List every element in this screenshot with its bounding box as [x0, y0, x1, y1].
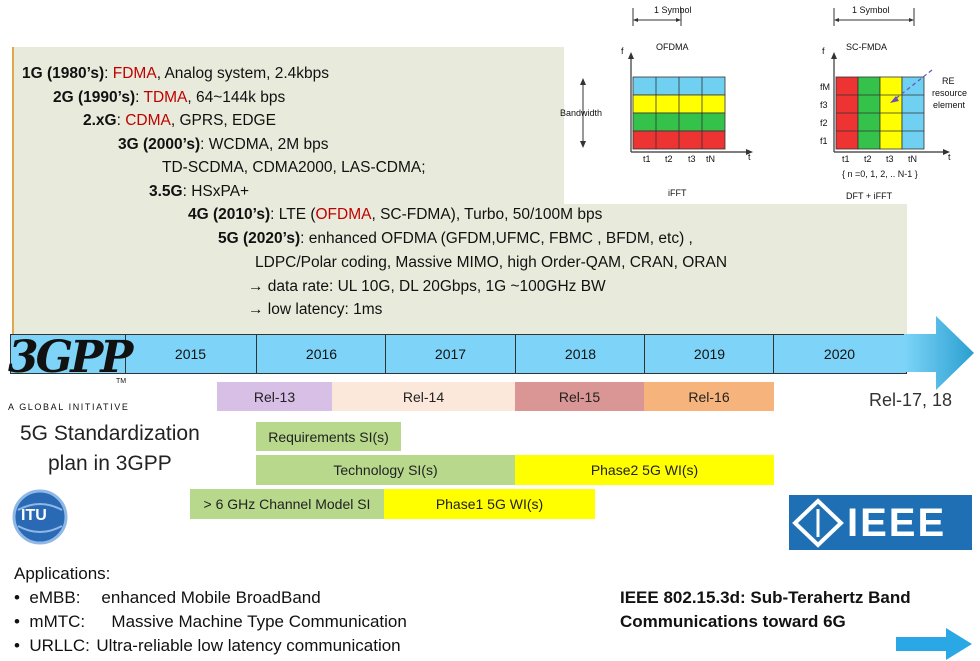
gen-5g: 5G (2020’s): enhanced OFDMA (GFDM,UFMC, …	[218, 230, 693, 247]
re-label: resource	[932, 88, 968, 98]
phase1-wi: Phase1 5G WI(s)	[384, 489, 595, 519]
ieee-arrow	[896, 628, 972, 660]
ofdma-diagram	[580, 8, 753, 155]
release-future: Rel-17, 18	[869, 390, 953, 410]
phase2-wi: Phase2 5G WI(s)	[515, 455, 774, 485]
gen-5g-latency: → low latency: 1ms	[248, 301, 383, 318]
year-cell: 2017	[385, 335, 515, 373]
requirements-si: Requirements SI(s)	[256, 422, 401, 451]
scfdma-tick: t3	[886, 154, 894, 164]
scfdma-axis-f: f	[822, 46, 825, 56]
re-label: element	[933, 100, 966, 110]
application-item: • eMBB:enhanced Mobile BroadBand	[14, 588, 321, 607]
scfdma-note: { n =0, 1, 2, .. N-1 }	[842, 169, 918, 179]
year-cell: 2020	[773, 335, 905, 373]
scfdma-freq-label: f2	[820, 118, 828, 128]
3gpp-logo: 3GPP TM	[8, 332, 133, 385]
ieee-note: IEEE 802.15.3d: Sub-Terahertz Band Commu…	[620, 588, 911, 631]
release-block: Rel-14	[332, 382, 515, 411]
application-item: • URLLC:Ultra-reliable low latency commu…	[14, 636, 401, 655]
release-block: Rel-16	[644, 382, 774, 411]
application-item: • mMTC:Massive Machine Type Communicatio…	[14, 612, 407, 631]
gen-3g-cont: TD-SCDMA, CDMA2000, LAS-CDMA;	[162, 159, 426, 176]
year-cell: 2018	[515, 335, 645, 373]
ofdma-bandwidth: Bandwidth	[560, 108, 603, 118]
ofdma-tick: tN	[706, 154, 715, 164]
plan-title-line2: plan in 3GPP	[48, 452, 172, 475]
ofdma-title: OFDMA	[656, 42, 689, 52]
scfdma-tick: t1	[842, 154, 850, 164]
release-block: Rel-15	[515, 382, 644, 411]
ofdma-axis-f: f	[621, 46, 624, 56]
timeline-arrow	[904, 316, 974, 390]
year-timeline: 2015 2016 2017 2018 2019 2020	[10, 334, 907, 374]
scfdma-title: SC-FMDA	[846, 42, 887, 52]
plan-title-line1: 5G Standardization	[20, 422, 200, 445]
year-cell: 2015	[174, 346, 207, 362]
scfdma-freq-label: f1	[820, 136, 828, 146]
release-block: Rel-13	[217, 382, 332, 411]
gen-35g: 3.5G: HSxPA+	[149, 183, 250, 200]
3gpp-tagline: A GLOBAL INITIATIVE	[8, 402, 130, 412]
ofdma-tick: t2	[665, 154, 673, 164]
channel-model-si: > 6 GHz Channel Model SI	[190, 489, 384, 519]
year-cell: 2016	[256, 335, 386, 373]
ieee-logo: IEEE	[789, 495, 972, 550]
gen-5g-tech: LDPC/Polar coding, Massive MIMO, high Or…	[255, 254, 728, 271]
scfdma-symbol-label: 1 Symbol	[852, 5, 890, 15]
year-cell: 2019	[644, 335, 774, 373]
gen-2g: 2G (1990’s): TDMA, 64~144k bps	[53, 89, 286, 106]
scfdma-caption: DFT + iFFT	[846, 191, 893, 201]
scfdma-freq-label: f3	[820, 100, 828, 110]
ofdma-tick: t1	[643, 154, 651, 164]
itu-logo: ITU	[10, 488, 70, 546]
scfdma-freq-label: fM	[820, 82, 830, 92]
technology-si: Technology SI(s)	[256, 455, 515, 485]
scfdma-tick: tN	[908, 154, 917, 164]
applications-list: Applications: • eMBB:enhanced Mobile Bro…	[14, 562, 407, 658]
re-label: RE	[942, 76, 955, 86]
ofdma-caption: iFFT	[668, 188, 687, 198]
gen-5g-rate: → data rate: UL 10G, DL 20Gbps, 1G ~100G…	[248, 278, 606, 295]
applications-title: Applications:	[14, 564, 111, 583]
gen-3g: 3G (2000’s): WCDMA, 2M bps	[118, 136, 329, 153]
generations-panel-lower	[12, 204, 907, 334]
ofdma-symbol-label: 1 Symbol	[654, 5, 692, 15]
gen-1g: 1G (1980’s): FDMA, Analog system, 2.4kbp…	[22, 65, 330, 82]
ofdma-axis-t: t	[748, 152, 751, 162]
ofdma-tick: t3	[688, 154, 696, 164]
generations-panel-upper	[12, 47, 564, 207]
gen-4g: 4G (2010’s): LTE (OFDMA, SC-FDMA), Turbo…	[188, 206, 603, 223]
scfdma-diagram	[831, 8, 950, 155]
scfdma-axis-t: t	[948, 152, 951, 162]
gen-2xg: 2.xG: CDMA, GPRS, EDGE	[83, 112, 276, 129]
scfdma-tick: t2	[864, 154, 872, 164]
